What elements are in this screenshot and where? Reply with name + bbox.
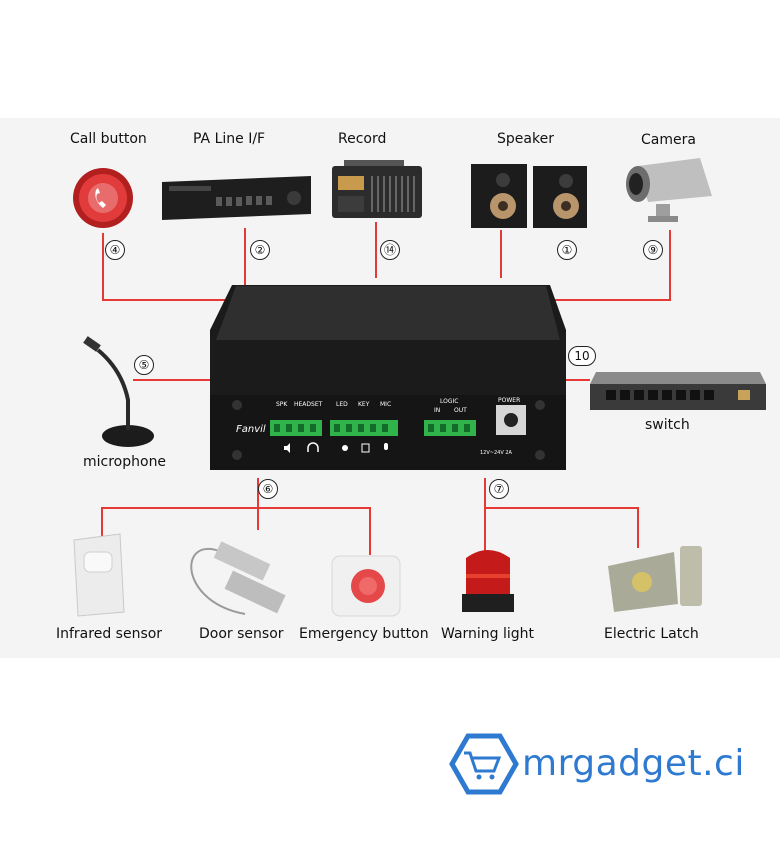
port-number-9: ⑨ [643,240,663,260]
headset-port-icon [307,442,319,452]
speaker-illustration [471,164,587,228]
wire-call-button [102,233,232,301]
wire-camera [550,230,671,301]
panel-label-mic: MIC [380,401,391,408]
microphone-illustration [83,336,154,447]
panel-label-led: LED [336,401,348,408]
label-microphone: microphone [83,454,167,470]
wire-outputs-bus [485,507,639,548]
label-infrared-sensor: Infrared sensor [56,626,163,642]
panel-label-headset: HEADSET [294,401,323,408]
radio-recorder-illustration [332,160,422,218]
panel-label-spk: SPK [276,401,288,408]
port-number-1: ① [557,240,577,260]
label-electric-latch: Electric Latch [604,626,699,642]
key-port-icon [361,443,370,453]
label-pa-line: PA Line I/F [193,131,266,147]
label-emergency-button: Emergency button [299,626,429,642]
port-number-10: 10 [568,346,596,366]
label-warning-light: Warning light [441,626,535,642]
panel-label-power: POWER [498,397,520,404]
panel-label-logic: LOGIC [440,398,458,405]
call-button-illustration [73,168,133,228]
mic-port-icon [384,443,388,450]
door-sensor-illustration [190,541,286,615]
label-door-sensor: Door sensor [199,626,284,642]
watermark-text: mrgadget.ci [522,743,745,784]
watermark-logo [449,733,519,795]
panel-label-voltage: 12V~24V 2A [480,450,513,456]
label-speaker: Speaker [497,131,554,147]
label-call-button: Call button [70,131,147,147]
led-port-icon [342,445,348,451]
port-number-4: ④ [105,240,125,260]
label-camera: Camera [641,132,696,148]
label-record: Record [338,131,387,147]
panel-label-in: IN [434,407,440,414]
infrared-sensor-illustration [73,533,125,617]
electric-latch-illustration [608,546,702,612]
port-number-6: ⑥ [258,479,278,499]
camera-illustration [626,158,712,222]
panel-label-key: KEY [358,401,370,408]
speaker-port-icon [284,443,290,453]
warning-light-illustration [462,550,514,612]
panel-label-out: OUT [454,407,467,414]
port-number-2: ② [250,240,270,260]
switch-illustration [590,372,766,410]
port-number-7: ⑦ [489,479,509,499]
label-switch: switch [645,417,690,433]
port-number-14: ⑭ [380,240,400,260]
panel-brand: Fanvil [236,424,266,435]
wire-sensors-bus [101,507,371,555]
emergency-button-illustration [331,555,401,617]
main-device: Fanvil SPK HEADSET LED KEY MIC LOGIC IN … [210,285,566,470]
pa-amplifier-illustration [162,176,311,220]
port-number-5: ⑤ [134,355,154,375]
